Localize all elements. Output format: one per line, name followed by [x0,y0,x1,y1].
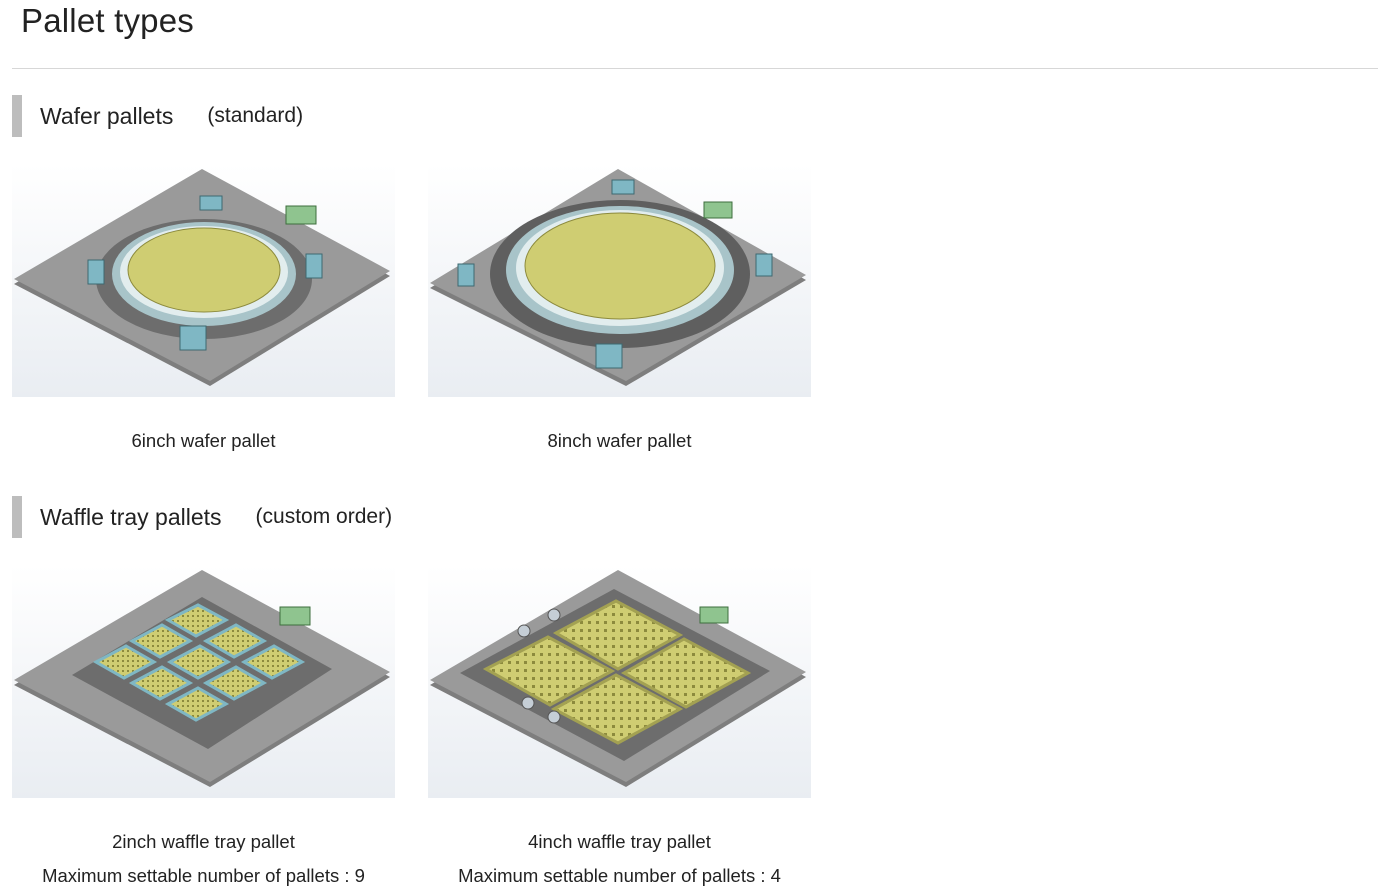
card-caption: 2inch waffle tray pallet [112,831,295,852]
section-note: (custom order) [255,505,393,528]
product-card-6inch-wafer-pallet: 6inch wafer pallet [12,164,395,458]
section-header-wafer-pallets: Wafer pallets (standard) [12,95,303,137]
section-title: Wafer pallets [40,102,174,129]
card-caption: 6inch wafer pallet [131,430,276,451]
card-detail: Maximum settable number of pallets : 9 [42,865,365,886]
section-marker-bar [12,95,22,137]
section-title: Waffle tray pallets [40,503,222,530]
page-title: Pallet types [21,2,194,39]
4inch-waffle-tray-pallet-image [428,565,811,798]
product-card-4inch-waffle-tray-pallet: 4inch waffle tray pallet Maximum settabl… [428,565,811,893]
section-header-waffle-tray-pallets: Waffle tray pallets (custom order) [12,496,392,538]
section-note: (standard) [207,104,304,127]
6inch-wafer-pallet-image [12,164,395,397]
card-detail: Maximum settable number of pallets : 4 [458,865,781,886]
product-card-8inch-wafer-pallet: 8inch wafer pallet [428,164,811,458]
8inch-wafer-pallet-image [428,164,811,397]
title-divider [12,68,1378,69]
product-card-2inch-waffle-tray-pallet: 2inch waffle tray pallet Maximum settabl… [12,565,395,893]
card-caption: 4inch waffle tray pallet [528,831,711,852]
card-caption: 8inch wafer pallet [547,430,692,451]
section-marker-bar [12,496,22,538]
2inch-waffle-tray-pallet-image [12,565,395,798]
